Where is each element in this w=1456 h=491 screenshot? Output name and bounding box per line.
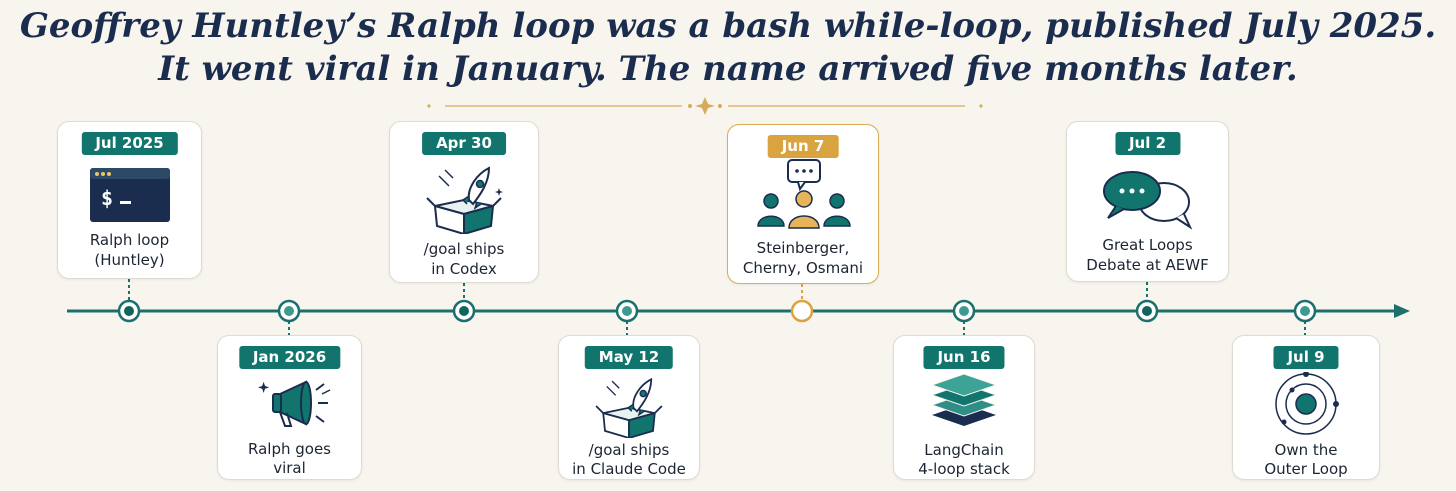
date-badge: Apr 30 — [422, 132, 506, 155]
ornament-divider — [427, 97, 983, 115]
orbit-icon — [1275, 372, 1339, 435]
event-label-line-2: Debate at AEWF — [1086, 256, 1209, 274]
timeline-marker-dot — [1300, 306, 1310, 316]
event-label-line-1: Ralph goes — [248, 440, 331, 458]
date-badge: Jul 2025 — [81, 132, 178, 155]
megaphone-icon — [257, 380, 330, 427]
rocket-box-icon — [595, 377, 663, 438]
event-label-line-1: Own the — [1274, 441, 1338, 459]
event-card-apr-30: Apr 30 /goal ships in Codex — [389, 121, 539, 283]
event-card-jan-2026: Jan 2026 Ralph goes viral — [217, 335, 362, 480]
timeline-marker-dot — [124, 306, 134, 316]
timeline-marker — [790, 299, 814, 323]
timeline-marker-dot — [284, 306, 294, 316]
timeline-marker-dot — [959, 306, 969, 316]
event-label-line-1: Great Loops — [1102, 236, 1193, 254]
event-card-jul-9: Jul 9 Own the Outer Loop — [1232, 335, 1380, 480]
event-label-line-1: Ralph loop — [89, 231, 170, 249]
date-badge: Jan 2026 — [238, 346, 341, 369]
event-label-line-2: Cherny, Osmani — [742, 259, 864, 277]
svg-text:$: $ — [101, 186, 113, 210]
event-card-jun-7: Jun 7 Steinberger, Cherny, Osmani — [727, 124, 879, 284]
event-card-jul-2025: Jul 2025 $ Ralph loop (Huntley) — [57, 121, 202, 279]
event-label-line-2: viral — [273, 459, 306, 477]
chat-bubbles-icon — [1102, 171, 1192, 230]
date-badge: Jun 16 — [923, 346, 1005, 369]
layers-icon — [930, 374, 998, 426]
headline-line-1: Geoffrey Huntley’s Ralph loop was a bash… — [19, 6, 1437, 46]
date-badge: Jun 7 — [767, 135, 839, 158]
people-chat-icon — [757, 159, 851, 229]
event-label-line-2: in Claude Code — [572, 460, 686, 478]
headline-line-2: It went viral in January. The name arriv… — [158, 49, 1298, 89]
event-label-line-2: Outer Loop — [1264, 460, 1348, 478]
event-card-may-12: May 12 /goal ships in Claude Code — [558, 335, 700, 480]
event-label-line-2: in Codex — [431, 260, 497, 278]
event-label-line-1: LangChain — [924, 441, 1004, 459]
timeline-marker-dot — [622, 306, 632, 316]
event-card-jun-16: Jun 16 LangChain 4-loop stack — [893, 335, 1035, 480]
date-badge: May 12 — [584, 346, 674, 369]
rocket-box-icon — [426, 166, 503, 234]
date-badge: Jul 2 — [1114, 132, 1181, 155]
event-label-line-1: Steinberger, — [756, 239, 850, 257]
terminal-icon: $ — [89, 168, 170, 222]
timeline-marker-dot — [1142, 306, 1152, 316]
event-label-line-1: /goal ships — [588, 441, 670, 459]
date-badge: Jul 9 — [1273, 346, 1339, 369]
event-label-line-2: (Huntley) — [94, 251, 165, 269]
timeline-marker-dot — [459, 306, 469, 316]
event-card-jul-2: Jul 2 Great Loops Debate at AEWF — [1066, 121, 1229, 282]
event-label-line-1: /goal ships — [423, 240, 505, 258]
event-label-line-2: 4-loop stack — [918, 460, 1010, 478]
